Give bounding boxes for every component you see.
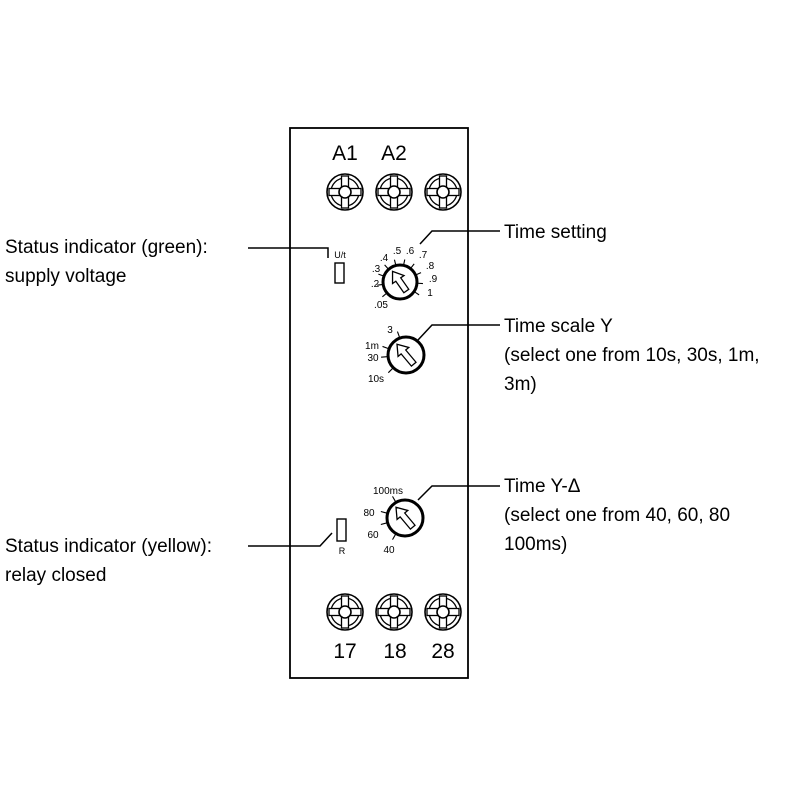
leader-time-setting xyxy=(419,230,500,245)
callout-status-yellow-line-2: relay closed xyxy=(5,565,106,586)
time-setting-dial[interactable] xyxy=(377,259,423,301)
time-setting-tick-7: .7 xyxy=(419,250,428,261)
callout-time-ydelta: Time Y-Δ (select one from 40, 60, 80 100… xyxy=(504,476,735,555)
leader-time-ydelta xyxy=(417,485,500,501)
screw-terminal-top-3[interactable] xyxy=(424,173,462,211)
screw-terminal-17[interactable] xyxy=(326,593,364,631)
time-setting-tick-8: .8 xyxy=(426,261,435,272)
callout-status-yellow-line-1: Status indicator (yellow): xyxy=(5,536,212,557)
terminal-label-17: 17 xyxy=(333,640,356,663)
callout-time-ydelta-line-1: Time Y-Δ xyxy=(504,476,581,497)
terminal-label-a1: A1 xyxy=(332,142,358,165)
relay-indicator-led xyxy=(336,518,347,542)
relay-housing xyxy=(289,127,469,679)
time-ydelta-tick-60: 60 xyxy=(367,530,379,541)
callout-time-scale-line-2: (select one from 10s, 30s, 1m, xyxy=(504,345,760,366)
callout-status-green: Status indicator (green): supply voltage xyxy=(5,237,213,287)
supply-indicator-led xyxy=(334,262,345,284)
screw-terminal-a1[interactable] xyxy=(326,173,364,211)
leader-time-scale xyxy=(417,324,500,341)
time-scale-tick-30: 30 xyxy=(367,353,379,364)
supply-indicator-label: U/t xyxy=(334,250,346,260)
time-scale-tick-1m: 1m xyxy=(365,341,379,352)
callout-time-scale-line-3: 3m) xyxy=(504,374,537,395)
time-scale-tick-10s: 10s xyxy=(368,374,384,385)
terminal-label-28: 28 xyxy=(431,640,454,663)
callout-status-green-line-2: supply voltage xyxy=(5,266,126,287)
time-ydelta-tick-40: 40 xyxy=(383,545,395,556)
callout-status-yellow: Status indicator (yellow): relay closed xyxy=(5,536,217,586)
screw-terminal-28[interactable] xyxy=(424,593,462,631)
time-ydelta-tick-80: 80 xyxy=(363,508,375,519)
time-setting-tick-2: .2 xyxy=(371,279,380,290)
screw-terminal-a2[interactable] xyxy=(375,173,413,211)
terminal-label-18: 18 xyxy=(383,640,406,663)
time-setting-tick-4: .4 xyxy=(380,253,389,264)
callout-time-ydelta-line-2: (select one from 40, 60, 80 xyxy=(504,505,730,526)
time-setting-tick-9: .9 xyxy=(429,274,438,285)
time-setting-tick-05: .05 xyxy=(374,300,388,311)
leader-status-green xyxy=(248,247,329,258)
callout-time-scale-line-1: Time scale Y xyxy=(504,316,613,337)
time-scale-tick-3: 3 xyxy=(387,325,393,336)
relay-indicator-label: R xyxy=(339,546,346,556)
callout-time-ydelta-line-3: 100ms) xyxy=(504,534,567,555)
time-setting-tick-1: 1 xyxy=(427,288,433,299)
screw-terminal-18[interactable] xyxy=(375,593,413,631)
callout-status-green-line-1: Status indicator (green): xyxy=(5,237,208,258)
time-ydelta-tick-100ms: 100ms xyxy=(373,486,403,497)
callout-time-setting: Time setting xyxy=(504,222,607,243)
time-setting-tick-6: .6 xyxy=(406,246,415,257)
time-setting-tick-5: .5 xyxy=(393,246,402,257)
leader-status-yellow xyxy=(248,532,333,547)
terminal-label-a2: A2 xyxy=(381,142,407,165)
callout-time-scale: Time scale Y (select one from 10s, 30s, … xyxy=(504,316,765,395)
time-ydelta-dial[interactable] xyxy=(380,496,425,540)
time-setting-tick-3: .3 xyxy=(372,264,381,275)
time-scale-dial[interactable] xyxy=(381,331,426,375)
